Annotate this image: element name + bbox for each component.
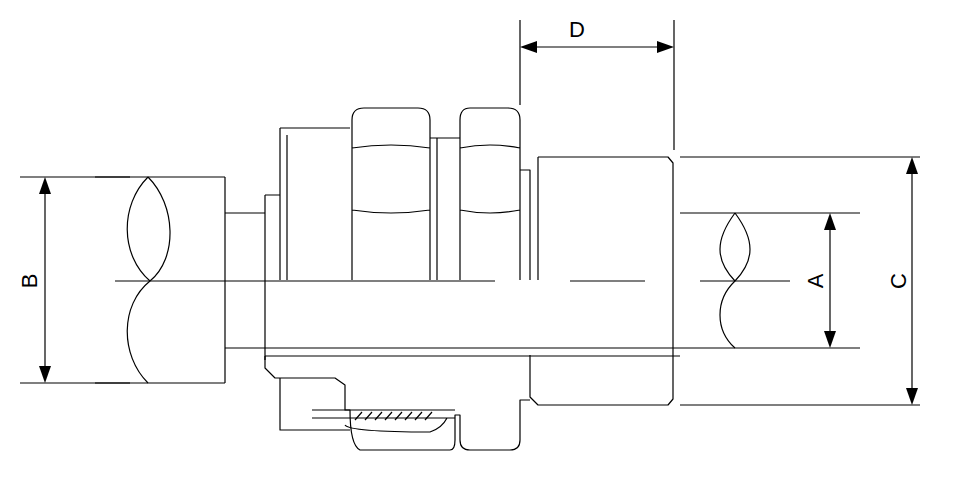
section-profile — [265, 356, 530, 450]
gland-outline — [20, 20, 920, 450]
dimension-line — [533, 46, 661, 47]
dimension-label: A — [804, 274, 828, 289]
seal-section — [280, 378, 455, 432]
arrowhead — [657, 41, 674, 53]
entry-thread — [530, 157, 673, 405]
arrowhead — [824, 331, 836, 348]
inner-cable — [680, 213, 760, 348]
arrowhead — [39, 366, 51, 383]
hatching — [355, 412, 432, 420]
dimension-label: D — [569, 18, 585, 42]
dimension-letter: C — [887, 273, 911, 289]
dimension-line — [911, 170, 912, 392]
nut-neck — [430, 138, 460, 280]
bore-line — [265, 195, 680, 360]
break-symbol — [127, 177, 170, 383]
hex-nut — [352, 108, 430, 280]
dimension-line — [44, 190, 45, 370]
dimension-letter: B — [18, 274, 42, 289]
dimension-label: C — [887, 273, 911, 289]
seal-nut — [280, 128, 350, 280]
hex-nut — [460, 108, 520, 280]
extension-line — [680, 157, 920, 405]
arrowheads — [39, 41, 918, 405]
centre-line — [115, 280, 790, 281]
dimension-letter: D — [569, 18, 585, 42]
dimension-line — [829, 226, 830, 335]
arrowhead — [39, 177, 51, 194]
break-symbol — [720, 213, 750, 348]
arrowhead — [824, 213, 836, 230]
arrowhead — [906, 388, 918, 405]
cable-sheath — [95, 177, 225, 383]
dimension-letter: A — [804, 274, 828, 289]
extension-line — [760, 213, 860, 348]
nut-gap — [520, 170, 530, 280]
arrowhead — [906, 157, 918, 174]
dimension-label: B — [18, 274, 42, 289]
extension-line — [520, 20, 674, 150]
arrowhead — [520, 41, 537, 53]
